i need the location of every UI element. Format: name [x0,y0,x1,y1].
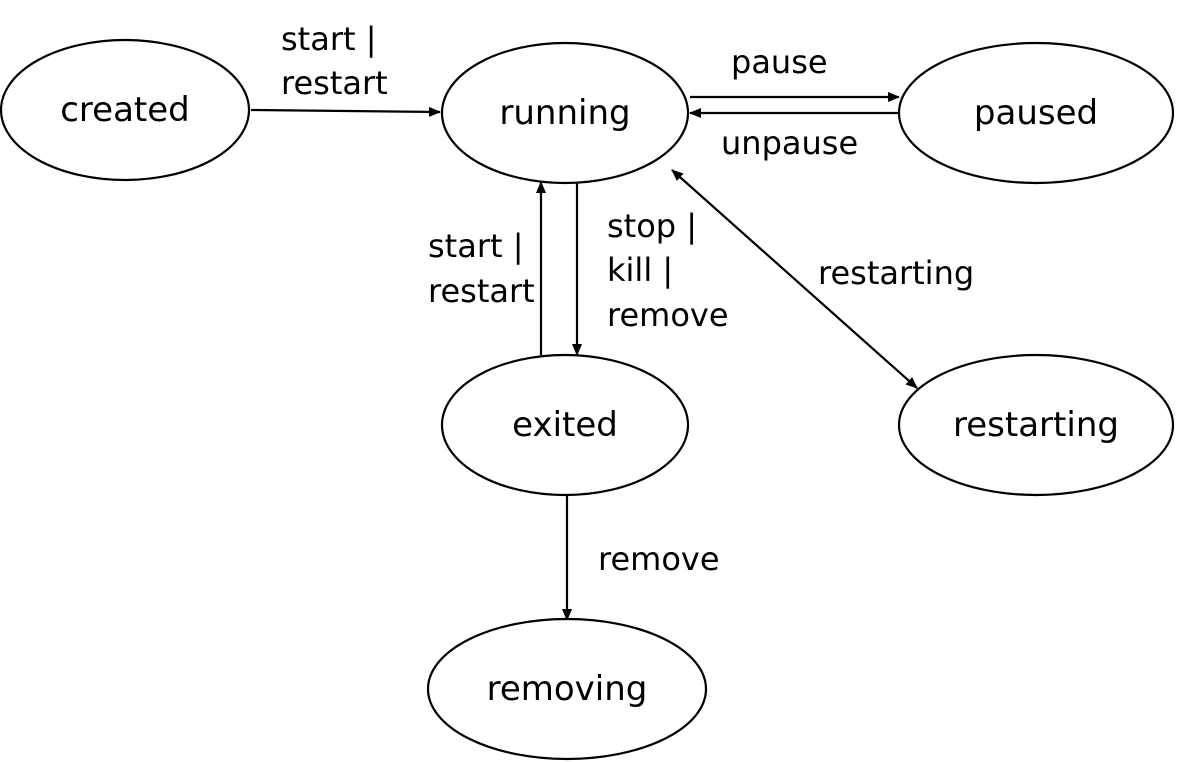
label-running-to-exited: stop | kill | remove [607,207,729,334]
state-paused: paused [897,41,1175,185]
label-pause: pause [731,43,828,81]
state-created-ellipse [0,38,251,182]
label-exited-to-running: start | restart [428,227,535,310]
state-paused-label: paused [974,93,1098,133]
label-line: stop | [607,207,697,245]
state-running: running [440,41,690,185]
state-removing-ellipse [426,617,708,761]
edge-running-restarting [671,169,918,389]
state-running-ellipse [440,41,690,185]
state-created-label: created [60,90,190,130]
label-exited-to-removing: remove [598,540,720,578]
label-line: remove [598,540,720,578]
label-line: pause [731,43,828,81]
label-line: restart [428,272,535,310]
state-restarting-ellipse [897,353,1175,497]
label-restarting: restarting [818,254,974,292]
state-restarting-label: restarting [953,405,1119,445]
label-line: unpause [721,124,858,162]
label-unpause: unpause [721,124,858,162]
state-paused-ellipse [897,41,1175,185]
label-line: restart [281,64,388,102]
label-line: kill | [607,251,673,289]
label-line: remove [607,296,729,334]
state-created: created [0,38,251,182]
state-removing: removing [426,617,708,761]
label-line: restarting [818,254,974,292]
state-exited-ellipse [440,353,690,497]
label-created-to-running: start | restart [281,20,388,102]
transition-labels: start | restart pause unpause start | re… [281,20,974,578]
transitions [250,92,918,621]
state-exited: exited [440,353,690,497]
edge-created-to-running [250,106,441,117]
state-removing-label: removing [487,669,648,709]
label-line: start | [428,227,523,265]
state-exited-label: exited [512,405,618,445]
state-restarting: restarting [897,353,1175,497]
label-line: start | [281,20,376,58]
state-running-label: running [499,93,630,133]
